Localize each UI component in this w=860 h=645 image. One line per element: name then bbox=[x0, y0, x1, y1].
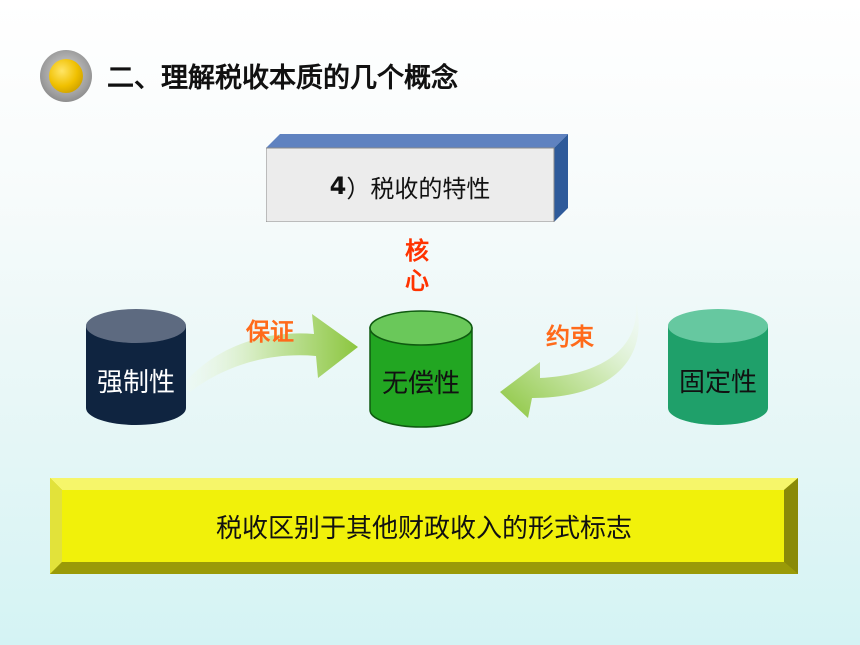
conclusion-box: 税收区别于其他财政收入的形式标志 bbox=[50, 478, 798, 574]
core-label: 核心 bbox=[405, 237, 429, 295]
cylinder-center: 无偿性 bbox=[368, 308, 474, 430]
cylinder-left: 强制性 bbox=[84, 306, 188, 428]
slide-title: 二、理解税收本质的几个概念 bbox=[107, 63, 458, 94]
cylinder-right: 固定性 bbox=[666, 306, 770, 428]
left-arrow bbox=[182, 314, 358, 392]
subtitle-number: 4 bbox=[329, 172, 347, 200]
subtitle-box: 4）税收的特性 bbox=[266, 130, 568, 222]
subtitle-text: ）税收的特性 bbox=[346, 174, 491, 203]
cylinder-right-label: 固定性 bbox=[678, 368, 757, 398]
cylinder-center-label: 无偿性 bbox=[381, 369, 460, 399]
conclusion-text: 税收区别于其他财政收入的形式标志 bbox=[215, 513, 632, 544]
bullet-icon bbox=[40, 50, 92, 102]
cylinder-left-label: 强制性 bbox=[96, 368, 175, 398]
arrow-label-left: 保证 bbox=[246, 318, 294, 346]
right-arrow bbox=[500, 302, 639, 418]
arrow-label-right: 约束 bbox=[546, 323, 594, 351]
